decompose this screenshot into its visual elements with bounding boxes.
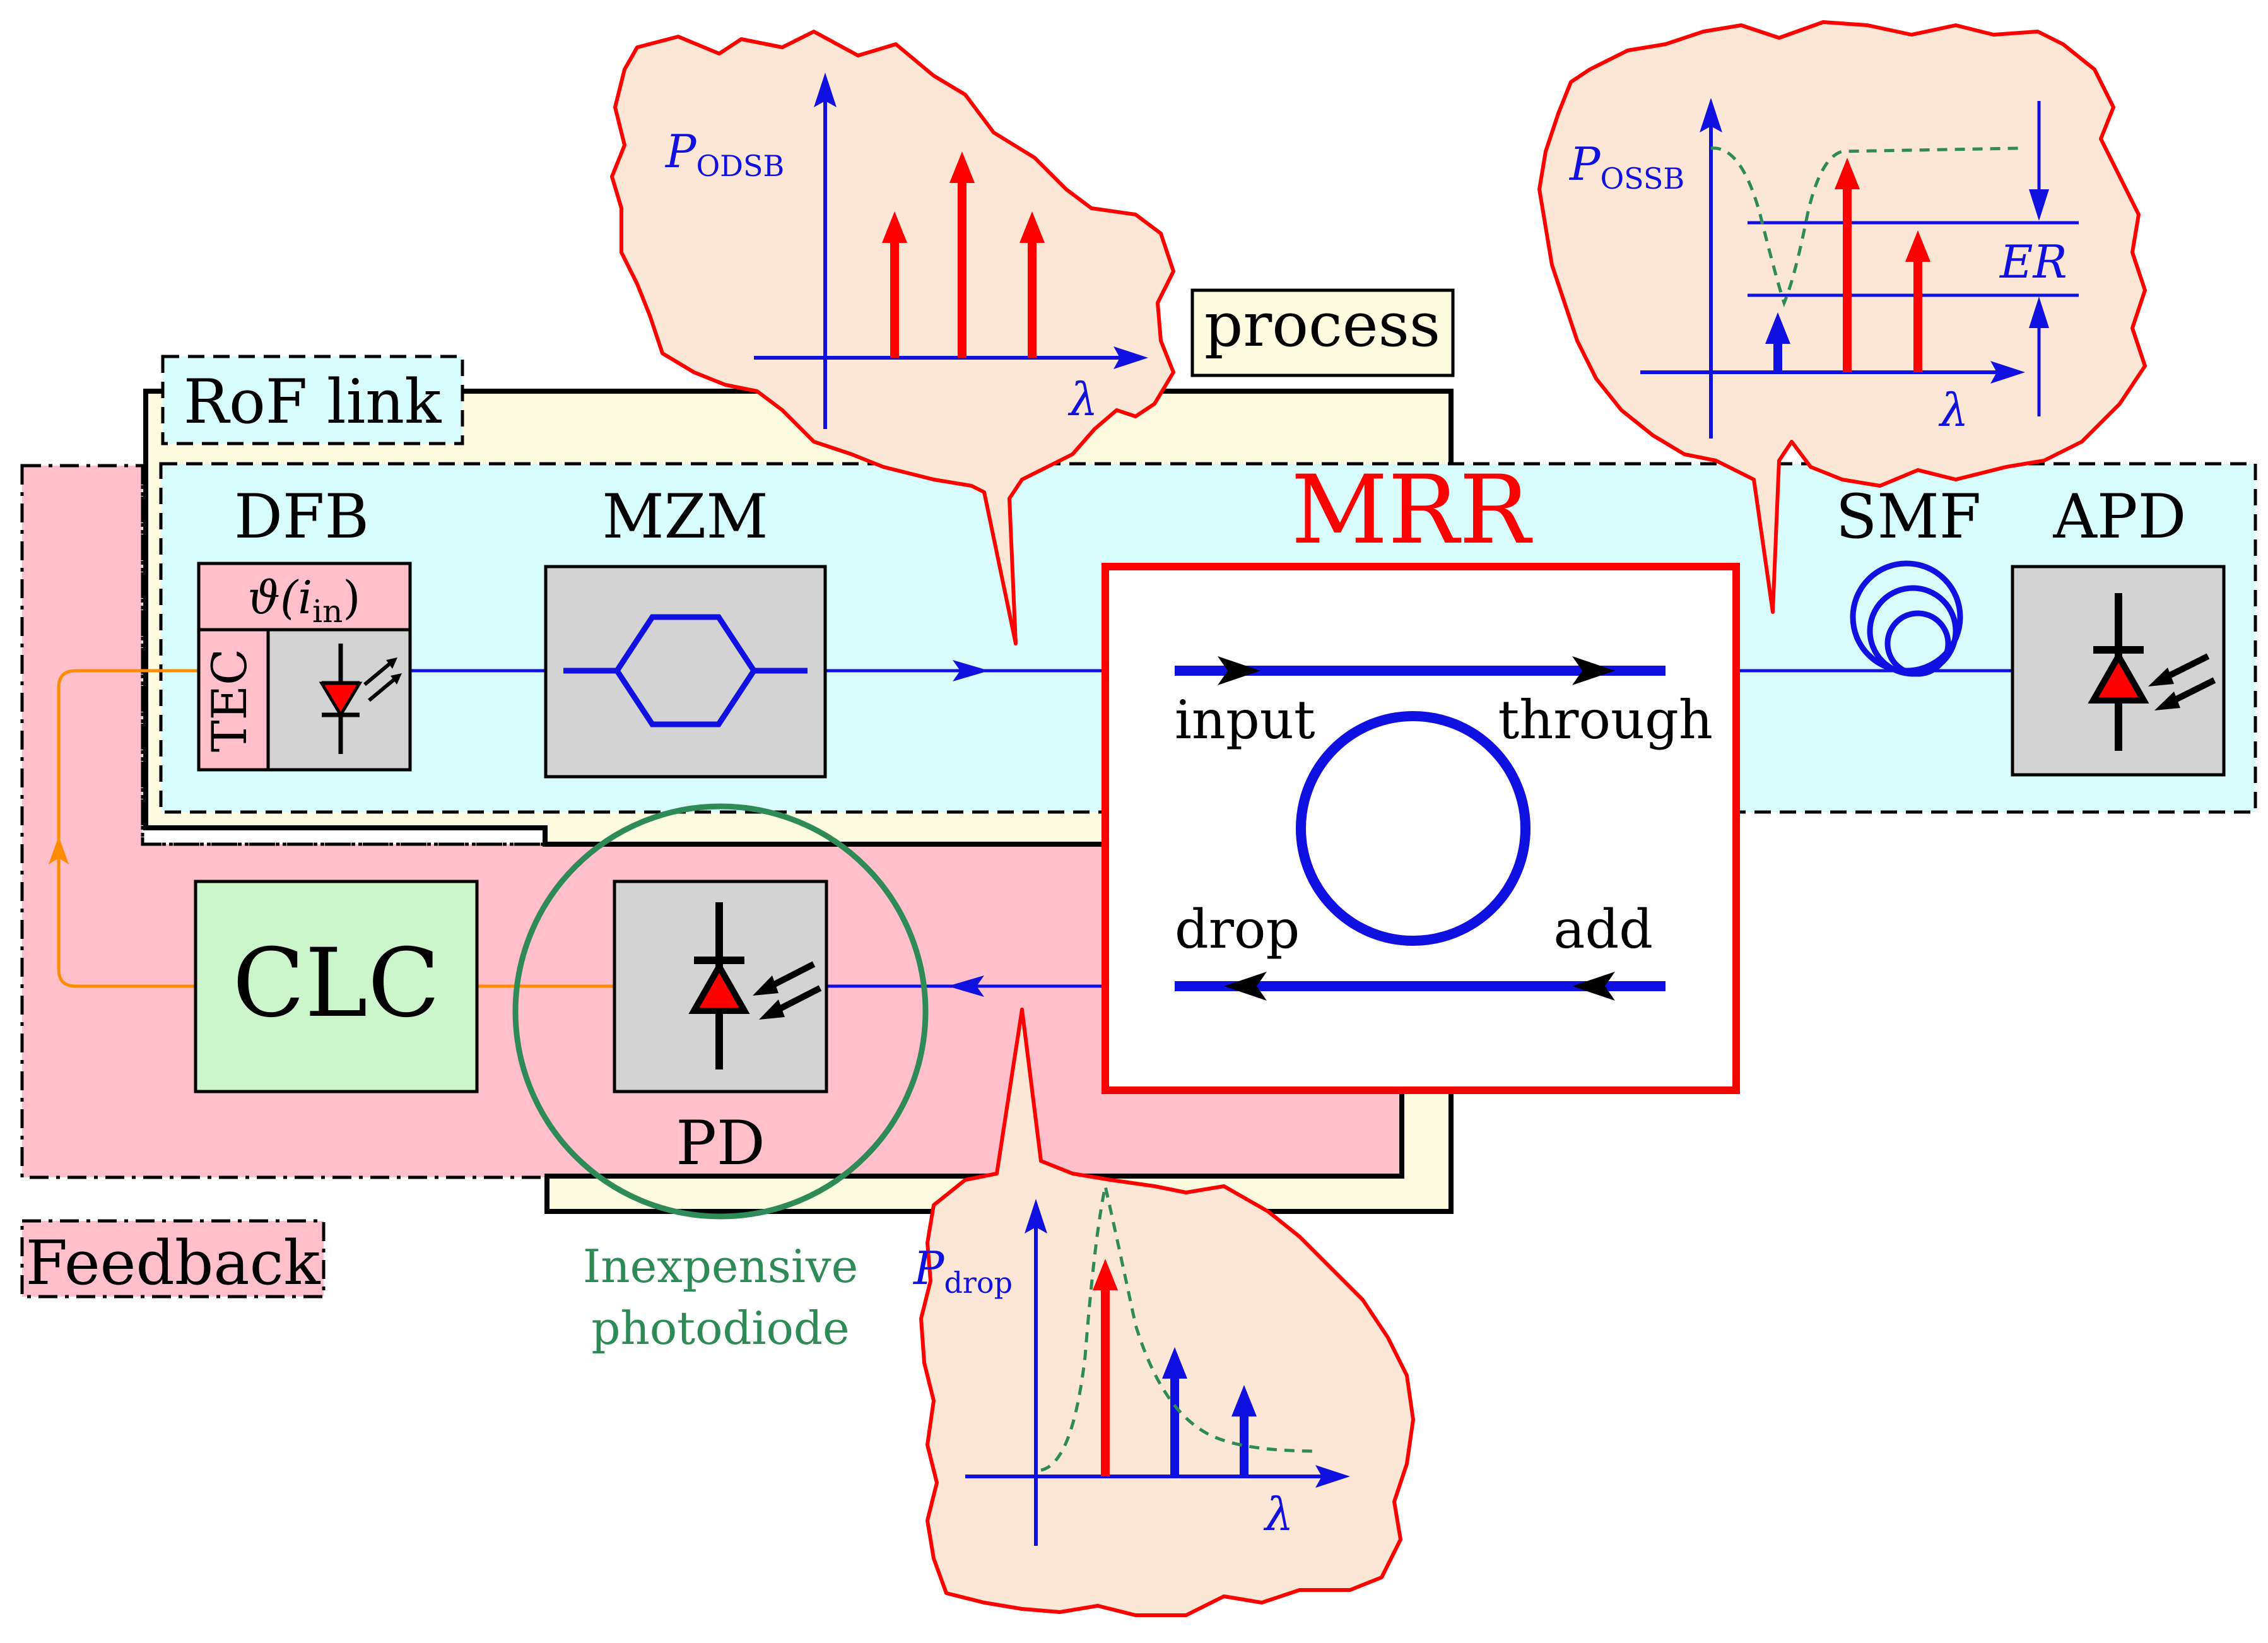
pd-detector: PD xyxy=(613,880,828,1179)
feedback-label: Feedback xyxy=(25,1228,320,1298)
laser-diode-icon xyxy=(319,644,402,754)
drop-lambda: λ xyxy=(1263,1488,1294,1541)
apd-label: APD xyxy=(2053,481,2187,552)
mrr-ring xyxy=(1296,711,1531,946)
dfb-label: DFB xyxy=(234,481,369,552)
inexpensive-label-2: photodiode xyxy=(591,1302,849,1355)
photodiode-icon xyxy=(2088,593,2216,751)
photodiode-icon xyxy=(688,902,822,1069)
port-drop: drop xyxy=(1175,898,1300,960)
clc-label: CLC xyxy=(232,929,440,1039)
mrr-resonator: input through drop add xyxy=(1102,563,1740,1094)
process-label: process xyxy=(1204,290,1440,360)
mrr-label: MRR xyxy=(1291,456,1533,565)
mzm-label: MZM xyxy=(602,481,768,552)
drop-filter-curve xyxy=(1040,1186,1319,1472)
odsb-lambda: λ xyxy=(1067,373,1098,426)
odsb-axis-label: PODSB xyxy=(664,125,784,183)
port-through: through xyxy=(1498,689,1713,751)
mzm-interferometer-icon xyxy=(563,614,808,727)
theta-label: ϑ(iin) xyxy=(248,571,361,630)
rof-link-label: RoF link xyxy=(184,367,442,437)
smf-label: SMF xyxy=(1836,481,1982,552)
apd-detector xyxy=(2011,565,2226,777)
drop-spectrum-bubble: Pdrop λ xyxy=(912,1008,1415,1617)
ossb-spectrum-bubble: POSSB λ ER xyxy=(1537,20,2147,614)
ossb-filter-curve xyxy=(1710,146,2019,308)
drop-axis-label: Pdrop xyxy=(912,1242,1013,1300)
ossb-axis-label: POSSB xyxy=(1568,138,1684,196)
ossb-lambda: λ xyxy=(1938,384,1969,437)
port-add: add xyxy=(1553,898,1653,960)
wire-clc-tec xyxy=(57,669,199,988)
mzm-modulator xyxy=(544,565,827,779)
tec-label: TEC xyxy=(201,649,257,752)
inexpensive-label-1: Inexpensive xyxy=(583,1240,858,1293)
dfb-laser: ϑ(iin) TEC xyxy=(197,562,412,772)
odsb-spectrum-bubble: PODSB λ xyxy=(610,30,1175,645)
port-input: input xyxy=(1175,689,1315,751)
ossb-er-label: ER xyxy=(1999,235,2067,288)
pd-highlight-circle xyxy=(512,803,929,1220)
pd-label: PD xyxy=(676,1108,765,1179)
fiber-spool-icon xyxy=(1850,560,1963,677)
clc-controller: CLC xyxy=(194,880,479,1093)
